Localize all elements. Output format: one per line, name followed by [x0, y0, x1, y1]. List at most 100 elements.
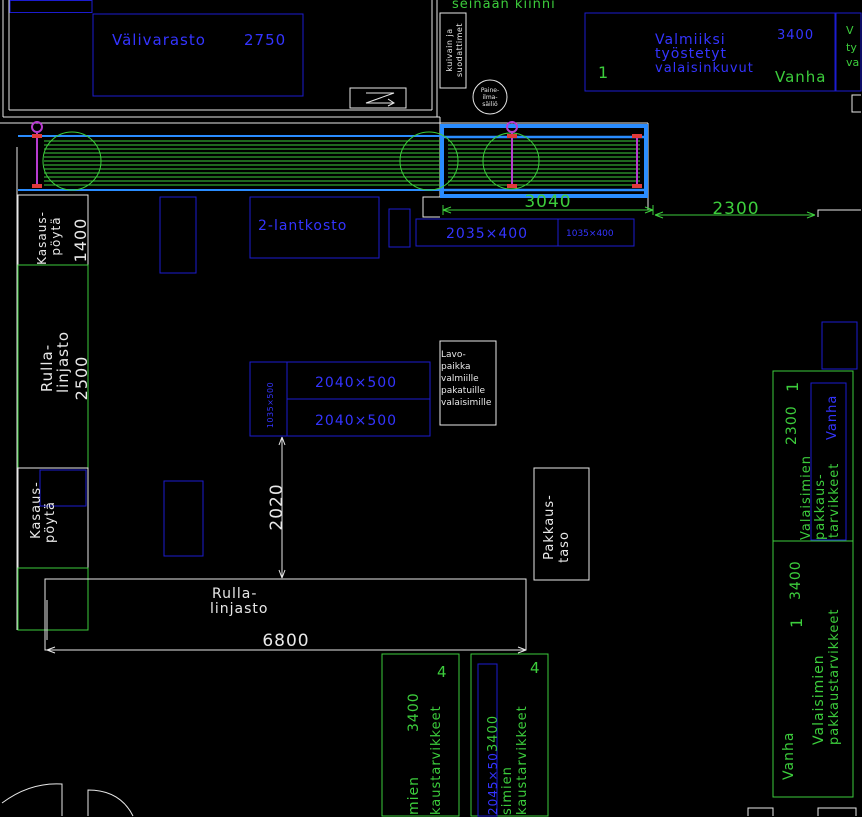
conveyor-slats-left: [44, 140, 440, 186]
dryer-label-line2: suodattimet: [455, 23, 464, 77]
shelf-right-upper-line2: pakkaus-: [813, 473, 828, 540]
center-table-upper: 2040×500: [315, 375, 397, 391]
pallet-place-box: [439, 340, 497, 426]
small-label-box: [821, 321, 858, 370]
air-tank-line1: Paine-: [481, 87, 499, 94]
wall-corner: [817, 807, 857, 816]
stacking-table-lower-line1: Kasaus-: [29, 481, 44, 539]
shelf-bottom-right-number: 4: [530, 659, 541, 677]
finished-shades-size: 3400: [777, 28, 814, 43]
pallet-rack-label: 2-lantkosto: [258, 218, 347, 234]
aisle-size: 2020: [267, 483, 287, 530]
roller-line-length-dimension: [46, 646, 527, 654]
shelf-bottom-right-dims: 2045×50: [486, 752, 500, 815]
empty-box: [159, 196, 197, 274]
shelf-bottom-right-size: 3400: [486, 715, 501, 752]
roller-head-icon: [506, 121, 518, 133]
upper-tables-box: [415, 218, 635, 247]
aisle-dimension: [278, 436, 286, 579]
roller-end: [32, 134, 42, 138]
roller-end: [507, 134, 517, 138]
packing-table-box: [533, 467, 590, 581]
edge-box: [835, 12, 862, 92]
roller-line-vertical-size: 2500: [72, 356, 91, 401]
shelf-bottom-right-box: [470, 653, 549, 817]
wall-note: seinään kiinni: [452, 0, 556, 12]
shelf-right-upper-number: 1: [783, 381, 802, 392]
shelf-bottom-left-number: 4: [437, 663, 448, 681]
roller-end: [32, 184, 42, 188]
air-tank-circle: [472, 79, 508, 115]
shelf-bottom-right-line2: kaustarvikkeet: [515, 705, 530, 815]
finished-shades-line2: työstetyt: [655, 46, 727, 62]
pallet-place-line2: paikka: [441, 362, 471, 372]
stacking-table-lower-line2: pöytä: [43, 501, 58, 543]
center-table-small: 1035×500: [266, 382, 275, 428]
shelf-right-upper-size: 2300: [784, 405, 800, 445]
roller-line-vertical-line1: Rulla-: [38, 344, 56, 392]
shelf-right-upper-inner: [810, 382, 847, 541]
shelf-right-lower-line1: Valaisimien: [811, 654, 827, 745]
dryer-label-line1: kuivain ja: [445, 28, 454, 71]
door-swing-right: [87, 789, 134, 817]
upper-table-small: 1035×400: [566, 229, 614, 239]
shelf-right-lower-size: 3400: [788, 560, 804, 600]
north-arrow-icon: [365, 92, 395, 107]
shelf-bottom-left-line2: kaustarvikkeet: [429, 705, 444, 815]
empty-box: [163, 480, 204, 557]
clearance-dimension: [654, 211, 816, 219]
shelf-bottom-left-size: 3400: [406, 692, 422, 732]
intermediate-storage-box: [92, 13, 304, 97]
conveyor-length-dimension: [442, 205, 654, 215]
roller-line-horizontal-line1: Rulla-: [212, 586, 257, 602]
pallet-place-line1: Lavo-: [441, 350, 466, 360]
wall-corner: [851, 94, 861, 113]
finished-shades-number: 1: [598, 63, 609, 82]
roller-line-horizontal-line2: linjasto: [210, 601, 268, 617]
stacking-table-upper-line2: pöytä: [49, 216, 63, 255]
finished-shades-box: [584, 12, 836, 92]
pallet-rack-box: [249, 196, 380, 259]
dryer-box: [439, 12, 467, 89]
conveyor: [18, 121, 648, 198]
shelf-right-upper-line1: Valaisimien: [799, 455, 814, 540]
shelf-right-upper-line3: tarvikkeet: [827, 463, 842, 538]
roller-end: [632, 184, 642, 188]
north-marker-box: [349, 87, 407, 109]
shelf-bottom-right-inner: [477, 663, 498, 817]
edge-box-line2: ty: [846, 41, 857, 54]
roller-end: [632, 134, 642, 138]
shelf-right-lower-line2: pakkaustarvikkeet: [827, 609, 842, 745]
shelf-right-upper-status: Vanha: [825, 395, 840, 440]
small-cabinet-box: [388, 208, 411, 248]
conveyor-length: 3040: [524, 192, 571, 212]
packing-table-line2: taso: [557, 531, 572, 563]
pallet-place-line3: valmiille: [441, 374, 479, 384]
pallet-place-line4: pakatuille: [441, 386, 486, 396]
conveyor-slats-right: [448, 140, 640, 186]
air-tank-line2: ilma-: [482, 94, 497, 101]
shelf-right-lower-status: Vanha: [781, 732, 797, 780]
finished-shades-line1: Valmiiksi: [655, 32, 726, 48]
shelf-bottom-right-line1: simien: [500, 766, 515, 815]
roller-line-horizontal-size: 6800: [262, 631, 309, 651]
wall-corner: [817, 209, 861, 217]
clearance-size: 2300: [712, 199, 759, 219]
shelf-bottom-left-line1: mien: [406, 776, 422, 815]
conveyor-section-frame: [440, 124, 648, 198]
shelf-right-lower-number: 1: [787, 617, 806, 628]
door-swing-left: [1, 783, 63, 816]
finished-shades-status: Vanha: [775, 68, 827, 86]
wall-step: [422, 196, 440, 218]
stacking-table-upper-size: 1400: [71, 218, 90, 263]
pallet-place-line5: valaisimille: [441, 398, 492, 408]
edge-box-line1: V: [846, 24, 854, 37]
left-column-end-box: [17, 567, 89, 631]
roller-end: [507, 184, 517, 188]
roller-head-icon: [31, 121, 43, 133]
stacking-table-lower-inner: [39, 469, 87, 507]
finished-shades-line3: valaisinkuvut: [655, 61, 754, 76]
air-tank-line3: säiliö: [482, 101, 498, 108]
wall-corner: [747, 807, 774, 816]
